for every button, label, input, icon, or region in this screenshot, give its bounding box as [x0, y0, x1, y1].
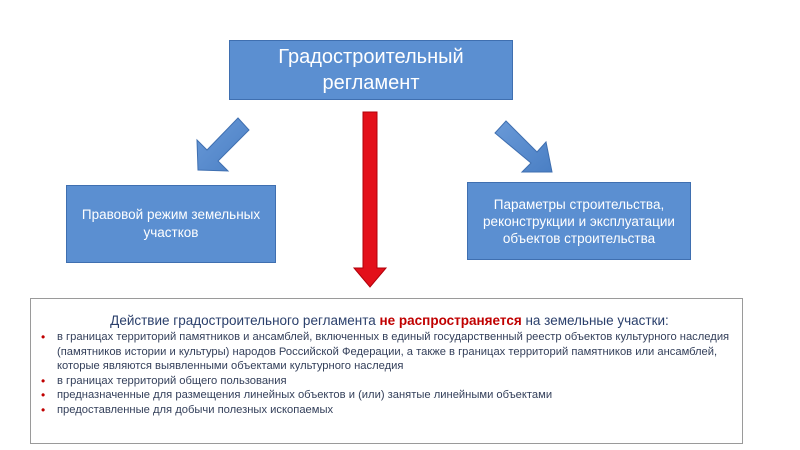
- info-heading-bold: не распространяется: [379, 313, 522, 328]
- list-item: предоставленные для добычи полезных иско…: [39, 403, 732, 418]
- list-item: в границах территорий памятников и ансам…: [39, 330, 732, 374]
- info-heading-prefix: Действие градостроительного регламента: [110, 313, 380, 328]
- exception-list: в границах территорий памятников и ансам…: [39, 330, 732, 417]
- list-item: предназначенные для размещения линейных …: [39, 388, 732, 403]
- info-heading: Действие градостроительного регламента н…: [47, 313, 732, 328]
- construction-parameters-label: Параметры строительства, реконструкции и…: [483, 196, 675, 246]
- legal-regime-box: Правовой режим земельных участков: [66, 185, 276, 263]
- regulation-title-line2: регламент: [322, 72, 420, 94]
- center-down-arrow-icon: [352, 111, 388, 288]
- construction-parameters-box: Параметры строительства, реконструкции и…: [467, 182, 691, 260]
- exception-info-panel: Действие градостроительного регламента н…: [30, 298, 743, 444]
- left-arrow-icon: [196, 117, 250, 172]
- list-item: в границах территорий общего пользования: [39, 374, 732, 389]
- info-heading-suffix: на земельные участки:: [521, 313, 669, 328]
- regulation-box: Градостроительный регламент: [229, 40, 513, 100]
- right-arrow-icon: [494, 120, 553, 173]
- legal-regime-label: Правовой режим земельных участков: [81, 207, 261, 240]
- regulation-title-line1: Градостроительный: [278, 46, 464, 68]
